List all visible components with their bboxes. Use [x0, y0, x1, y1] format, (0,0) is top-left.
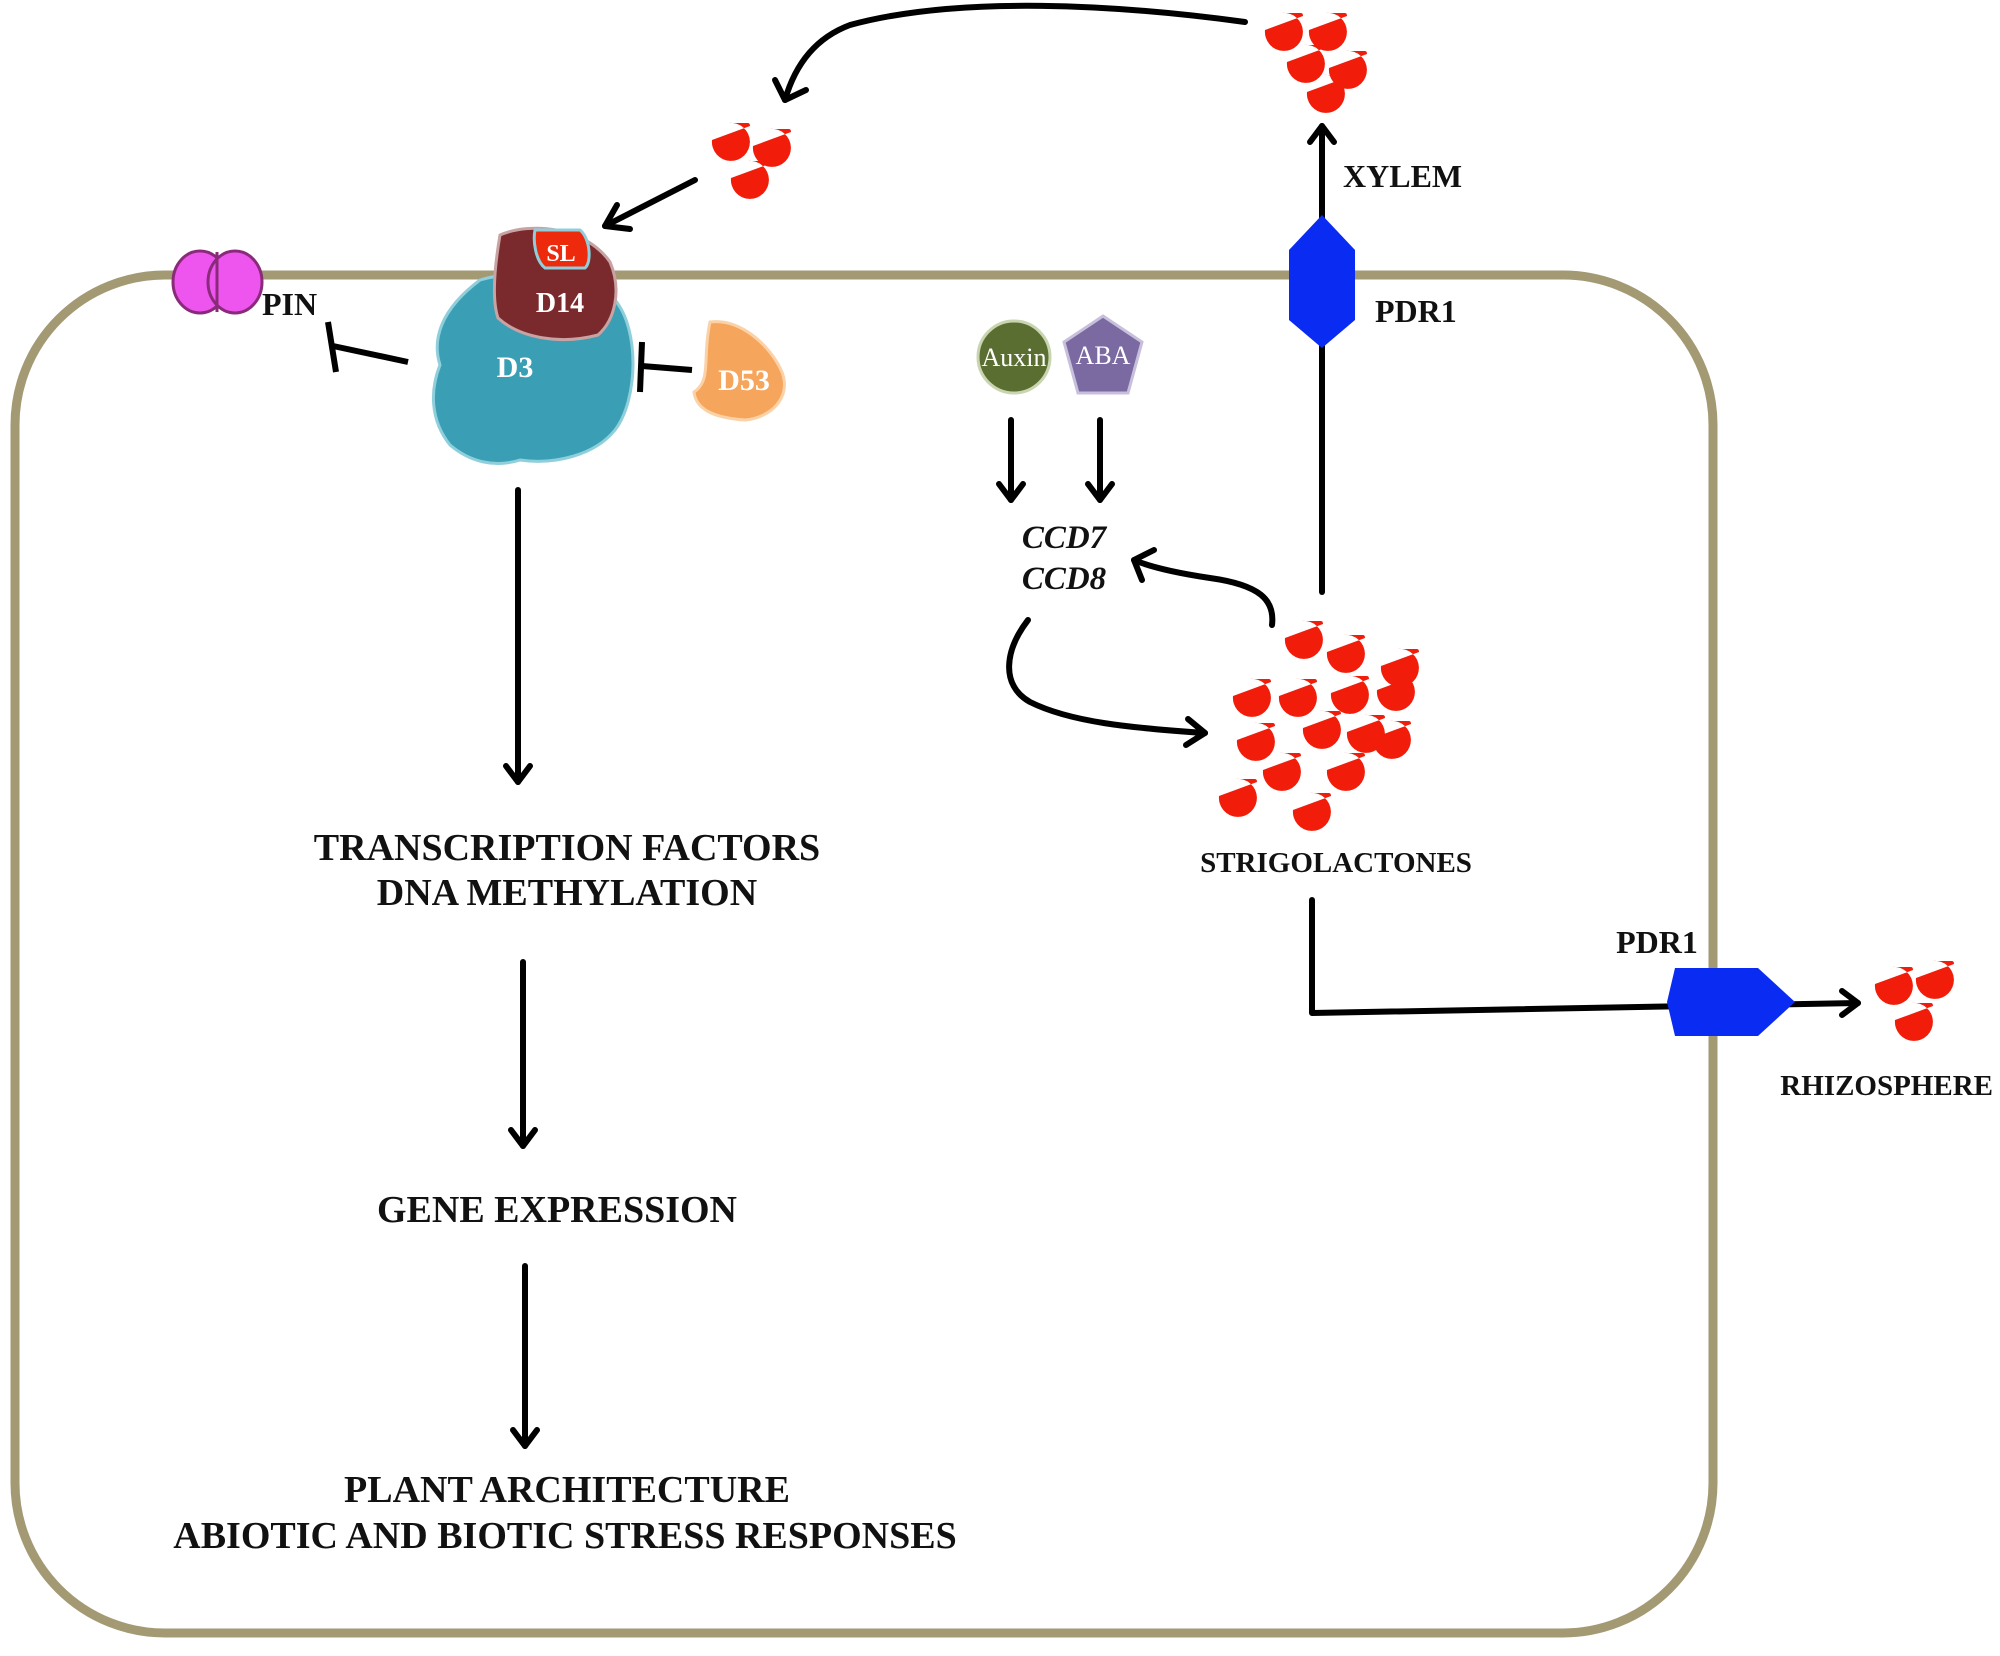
outcome-line2: ABIOTIC AND BIOTIC STRESS RESPONSES: [173, 1515, 957, 1557]
sl-cluster-rhizosphere: [1874, 960, 1954, 1041]
d53-inhibits-d3: [637, 341, 693, 393]
rhizosphere-label: RHIZOSPHERE: [1780, 1070, 1993, 1102]
cell-membrane: [10, 270, 1718, 1638]
pdr1-top-label: PDR1: [1375, 293, 1457, 329]
auxin-to-ccd-arrow: [996, 417, 1026, 503]
xylem-label: XYLEM: [1343, 158, 1462, 194]
aba-label: ABA: [1076, 341, 1131, 370]
outcome-line1: PLANT ARCHITECTURE: [344, 1469, 790, 1511]
gene-to-outcome-arrow: [510, 1263, 540, 1449]
pdr1-xylem-transporter: [1289, 215, 1355, 348]
sl-bound-ligand: [532, 228, 591, 270]
ccd8-label: CCD8: [1022, 561, 1106, 597]
d3-to-tf-arrow: [503, 487, 533, 785]
auxin-node: Auxin: [976, 319, 1052, 395]
strigolactones-feedback-to-ccd-arrow: [1131, 547, 1276, 628]
auxin-label: Auxin: [982, 343, 1047, 372]
d53-label: D53: [718, 364, 770, 397]
d3-inhibits-pin: [325, 321, 409, 373]
aba-to-ccd-arrow: [1085, 417, 1115, 503]
aba-node: ABA: [1062, 314, 1144, 395]
pin-label: PIN: [262, 286, 317, 322]
sl-label: SL: [546, 241, 575, 267]
ccd7-label: CCD7: [1022, 520, 1108, 556]
sl-cluster-incoming: [711, 122, 791, 199]
pin-transporter: [171, 249, 264, 315]
strigolactones-label: STRIGOLACTONES: [1200, 847, 1472, 879]
export-to-xylem-arrow: [1307, 123, 1337, 595]
d3-label: D3: [497, 351, 534, 384]
tf-line1: TRANSCRIPTION FACTORS: [314, 827, 820, 869]
tf-to-gene-arrow: [508, 959, 538, 1149]
sl-cluster-main: [1218, 620, 1419, 831]
ccd-to-strigolactones-arrow: [1006, 617, 1208, 748]
d14-label: D14: [536, 288, 584, 319]
gene-expression-label: GENE EXPRESSION: [377, 1189, 737, 1231]
pdr1-right-label: PDR1: [1616, 924, 1698, 960]
sl-to-d14-arrow: [602, 177, 698, 232]
tf-line2: DNA METHYLATION: [377, 872, 757, 914]
sl-cluster-xylem-top: [1264, 12, 1367, 113]
d53-protein: [692, 320, 786, 422]
pdr1-rhizosphere-transporter: [1667, 968, 1795, 1036]
xylem-to-receptor-arrow: [772, 2, 1248, 103]
